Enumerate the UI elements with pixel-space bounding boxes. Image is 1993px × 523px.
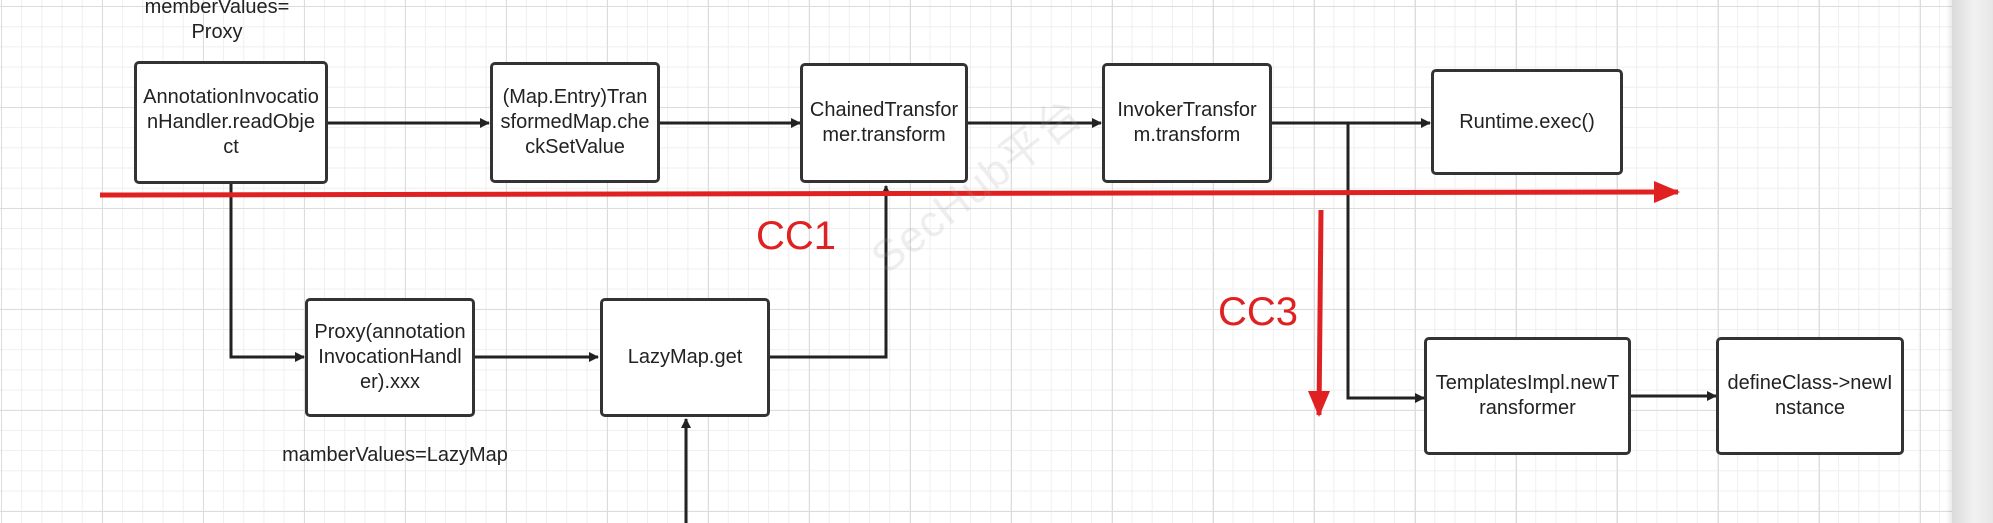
member-values-lazymap-label: mamberValues=LazyMap <box>282 444 508 466</box>
node-label: LazyMap.get <box>627 346 743 368</box>
edge-lazymap-to-chained <box>769 185 891 359</box>
node-label: AnnotationInvocationHandler.readObject <box>143 86 319 158</box>
node-runtime-exec[interactable]: Runtime.exec() <box>1431 69 1623 175</box>
node-label: (Map.Entry)TransformedMap.checkSetValue <box>500 86 650 158</box>
scroll-shadow <box>1946 0 1952 523</box>
node-label: ChainedTransformer.transform <box>809 99 959 146</box>
node-templatesimpl-newtransformer[interactable]: TemplatesImpl.newTransformer <box>1424 337 1631 455</box>
node-label: TemplatesImpl.newTransformer <box>1435 372 1620 419</box>
node-lazymap-get[interactable]: LazyMap.get <box>600 298 770 417</box>
member-values-proxy-label: memberValues= Proxy <box>144 0 290 43</box>
node-invoker-transform[interactable]: InvokerTransform.transform <box>1102 63 1272 183</box>
node-chained-transformer[interactable]: ChainedTransformer.transform <box>800 63 968 183</box>
cc1-red-arrow <box>99 181 1680 204</box>
node-annotation-invocation-handler[interactable]: AnnotationInvocationHandler.readObject <box>134 61 328 184</box>
edge-handler-to-proxy <box>229 184 305 362</box>
cc1-label: CC1 <box>756 214 837 258</box>
scrollbar-gutter[interactable] <box>1952 0 1993 523</box>
cc3-red-arrow <box>1308 209 1330 417</box>
node-proxy-annotation-handler[interactable]: Proxy(annotationInvocationHandler).xxx <box>305 298 475 417</box>
node-transformed-map-checksetvalue[interactable]: (Map.Entry)TransformedMap.checkSetValue <box>490 62 660 183</box>
node-label: Proxy(annotationInvocationHandler).xxx <box>314 321 466 393</box>
cc3-label: CC3 <box>1218 290 1299 334</box>
node-label: InvokerTransform.transform <box>1117 99 1257 146</box>
node-label: defineClass->newInstance <box>1727 372 1893 419</box>
node-defineclass-newinstance[interactable]: defineClass->newInstance <box>1716 337 1904 455</box>
node-label: Runtime.exec() <box>1459 110 1595 133</box>
edge-invoker-to-templates <box>1346 123 1425 403</box>
diagram-canvas: SecHub平台 memberValues= Proxy mamberValue… <box>0 0 1952 523</box>
